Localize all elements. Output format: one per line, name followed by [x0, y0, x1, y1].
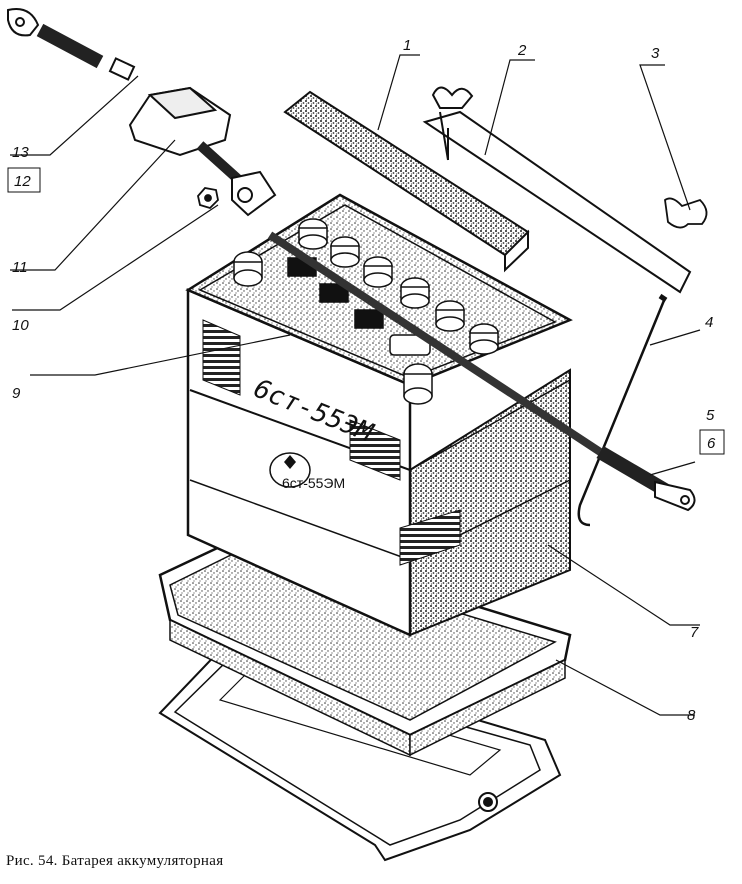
- callout-11: 11: [12, 259, 28, 276]
- callout-1: 1: [403, 37, 411, 54]
- callout-10: 10: [12, 317, 29, 334]
- negative-cable: [7, 8, 136, 81]
- callout-6: 6: [707, 435, 716, 452]
- small-nut: [197, 187, 219, 210]
- callout-9: 9: [12, 385, 21, 402]
- callout-8: 8: [687, 707, 696, 724]
- wing-nut: [664, 197, 708, 229]
- callout-13: 13: [12, 144, 29, 161]
- callout-3: 3: [651, 45, 660, 62]
- positive-cable: [267, 231, 696, 512]
- clamp-rod: [422, 86, 692, 294]
- leader-lines: [10, 54, 701, 716]
- callout-4: 4: [705, 314, 713, 331]
- boxed-callout-6: 6: [699, 429, 725, 455]
- callout-5: 5: [706, 407, 715, 424]
- cell-caps: [233, 218, 499, 405]
- boxed-callout-12: 12: [7, 167, 41, 193]
- callout-12: 12: [14, 173, 31, 190]
- terminal-cover: [128, 86, 277, 217]
- emblem-text: 6ст-55ЭМ: [282, 475, 345, 491]
- hold-down-bar: [283, 90, 530, 273]
- callout-labels: 1 2 3 4 5 6 7 8 9 10 11 12 13: [7, 37, 725, 724]
- hook-bolt: [577, 293, 668, 527]
- callout-2: 2: [517, 42, 527, 59]
- figure-caption: Рис. 54. Батарея аккумуляторная: [6, 853, 224, 869]
- callout-7: 7: [690, 624, 699, 641]
